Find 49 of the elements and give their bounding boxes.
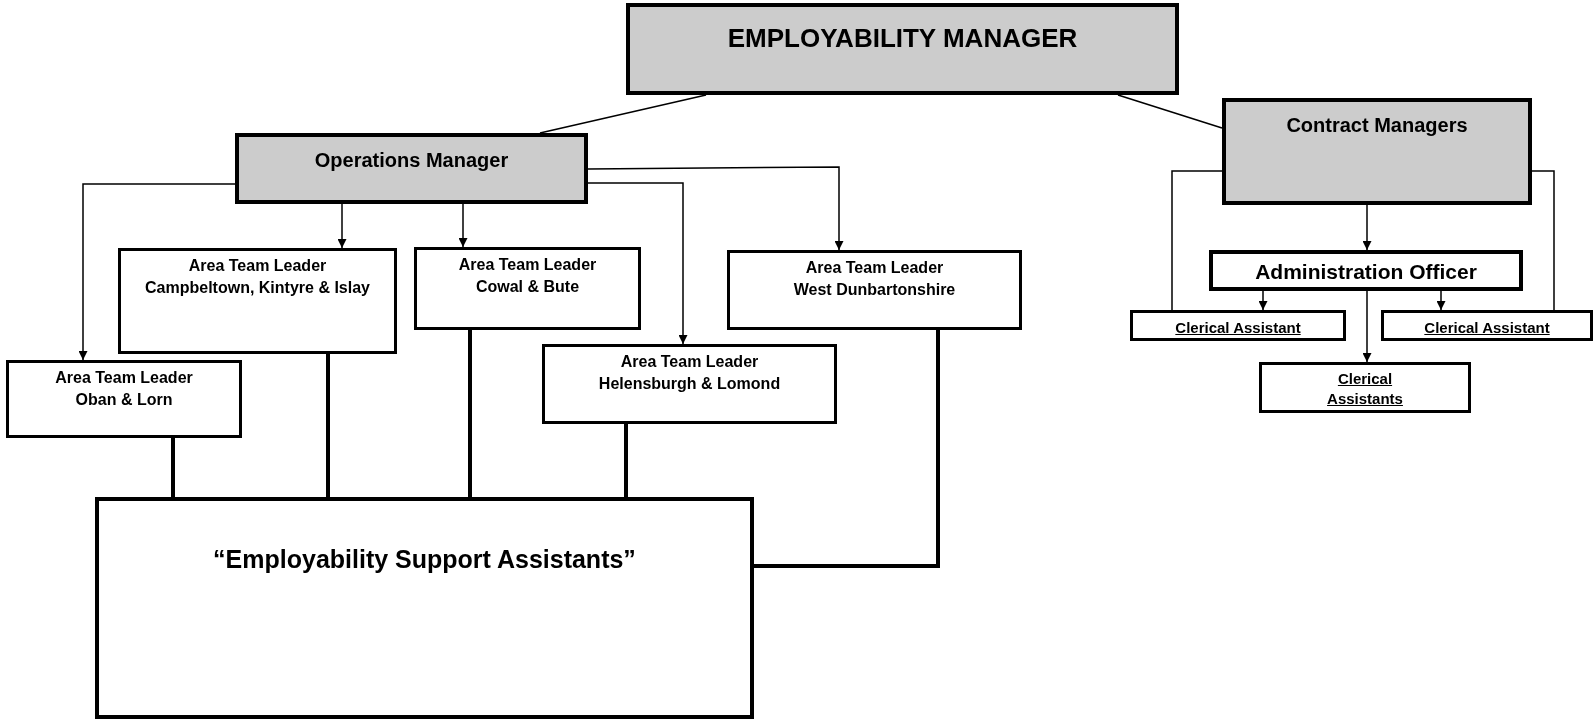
connector-line bbox=[624, 424, 628, 497]
arrow bbox=[78, 183, 236, 361]
node-title: Area Team Leader bbox=[457, 255, 598, 275]
connector-line bbox=[1171, 170, 1223, 311]
connector-line bbox=[1531, 170, 1555, 311]
officer-box bbox=[1209, 250, 1523, 291]
connector-line bbox=[1117, 94, 1223, 129]
team-box bbox=[95, 497, 754, 719]
team-leader-box bbox=[542, 344, 837, 424]
node-subtitle: West Dunbartonshire bbox=[792, 280, 957, 300]
arrow bbox=[1258, 290, 1268, 311]
team-leader-box bbox=[414, 247, 641, 330]
arrow bbox=[1436, 290, 1446, 311]
connector-line bbox=[539, 94, 707, 134]
arrow bbox=[1362, 204, 1372, 251]
node-subtitle: Oban & Lorn bbox=[74, 390, 174, 410]
node-title: “Employability Support Assistants” bbox=[212, 544, 637, 575]
node-subtitle: Helensburgh & Lomond bbox=[597, 374, 782, 394]
node-title: Contract Managers bbox=[1285, 113, 1469, 138]
node-title: Area Team Leader bbox=[804, 258, 945, 278]
node-subtitle: Campbeltown, Kintyre & Islay bbox=[144, 278, 371, 298]
node-subtitle: Cowal & Bute bbox=[474, 277, 581, 297]
team-leader-box bbox=[727, 250, 1022, 330]
connector-line bbox=[326, 354, 330, 497]
connector-line bbox=[171, 438, 175, 497]
connector-line bbox=[754, 330, 940, 568]
node-title: EMPLOYABILITY MANAGER bbox=[726, 22, 1079, 55]
node-title: Clerical Assistant bbox=[1423, 318, 1551, 338]
connector-line bbox=[468, 330, 472, 497]
node-title: Operations Manager bbox=[313, 148, 510, 173]
assistant-box bbox=[1130, 310, 1346, 341]
node-title: Clerical Assistants bbox=[1326, 369, 1404, 409]
node-title: Area Team Leader bbox=[187, 256, 328, 276]
arrow bbox=[587, 166, 844, 251]
team-leader-box bbox=[118, 248, 397, 354]
node-title: Area Team Leader bbox=[54, 368, 194, 388]
manager-box bbox=[626, 3, 1179, 95]
manager-box bbox=[235, 133, 588, 204]
arrow bbox=[1362, 290, 1372, 363]
arrow bbox=[587, 182, 688, 345]
node-title: Area Team Leader bbox=[619, 352, 760, 372]
node-title: Clerical Assistant bbox=[1174, 318, 1302, 338]
assistant-box bbox=[1381, 310, 1593, 341]
assistant-box bbox=[1259, 362, 1471, 413]
team-leader-box bbox=[6, 360, 242, 438]
node-title: Administration Officer bbox=[1254, 259, 1478, 285]
manager-box bbox=[1222, 98, 1532, 205]
arrow bbox=[458, 203, 468, 248]
arrow bbox=[337, 203, 347, 249]
